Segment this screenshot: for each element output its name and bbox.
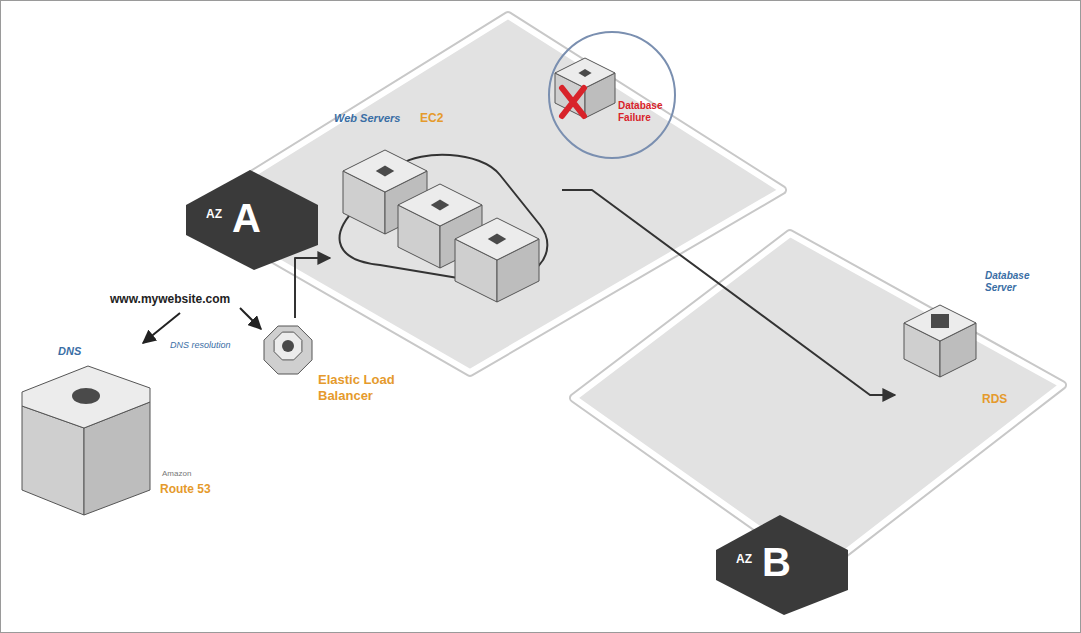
note-label: DNS resolution <box>170 340 231 351</box>
cube-face <box>398 184 482 226</box>
instance-icon <box>488 233 506 244</box>
instance-icon <box>431 199 449 210</box>
zone-plane-shadow <box>574 234 1062 572</box>
zone-letter: B <box>762 540 791 584</box>
failure-note: Database Failure <box>618 100 672 124</box>
availability-zone: AZ B Database ServerRDS <box>570 228 1065 620</box>
group-name: Web Servers <box>334 112 400 125</box>
cube-face <box>904 305 976 341</box>
node-art <box>330 108 562 310</box>
zone-b-plane <box>574 234 1062 572</box>
failure-cross <box>562 88 584 116</box>
failure-circle <box>549 32 675 158</box>
vendor-label: Amazon <box>162 469 191 479</box>
network-connector <box>562 190 895 395</box>
cube-face <box>555 58 615 88</box>
node-art <box>545 30 680 162</box>
cube-face <box>455 218 539 260</box>
prism-top <box>22 366 150 428</box>
database-server: Database ServerRDS <box>895 268 1055 433</box>
group-name: DNS <box>58 345 81 358</box>
database-icon <box>931 314 949 328</box>
instance-icon <box>376 165 394 176</box>
dns-icon <box>72 388 100 404</box>
service-name: EC2 <box>420 111 443 125</box>
node-art <box>15 340 245 530</box>
node-art <box>895 268 1055 433</box>
service-name: Route 53 <box>160 482 211 496</box>
zone-code: AZ <box>736 552 752 566</box>
balancer-top <box>274 332 302 360</box>
service-name: Elastic Load Balancer <box>318 372 430 403</box>
cube-face <box>343 150 427 192</box>
zone-code: AZ <box>206 207 222 221</box>
balancer-mark <box>282 340 294 352</box>
request-arrow <box>240 308 261 329</box>
balancer-icon <box>264 326 312 374</box>
server-group: Web Servers EC2 <box>330 108 562 310</box>
load-balancer: Elastic Load Balancer <box>250 318 435 428</box>
instance-icon <box>578 69 591 77</box>
service-name: RDS <box>982 392 1007 406</box>
failed-database: Database Failure <box>545 30 680 162</box>
dns-arrow <box>143 313 180 343</box>
availability-zone: AZ A Web Servers EC2 Database Failure <box>186 12 786 374</box>
dns-service: DNS Route 53 <box>15 340 245 530</box>
zone-tab <box>716 515 848 615</box>
network-connector <box>295 258 330 318</box>
url-label: www.mywebsite.com <box>110 292 230 306</box>
zone-letter: A <box>232 196 261 240</box>
server-name: Database Server <box>985 270 1047 294</box>
zone-tab <box>186 170 318 270</box>
